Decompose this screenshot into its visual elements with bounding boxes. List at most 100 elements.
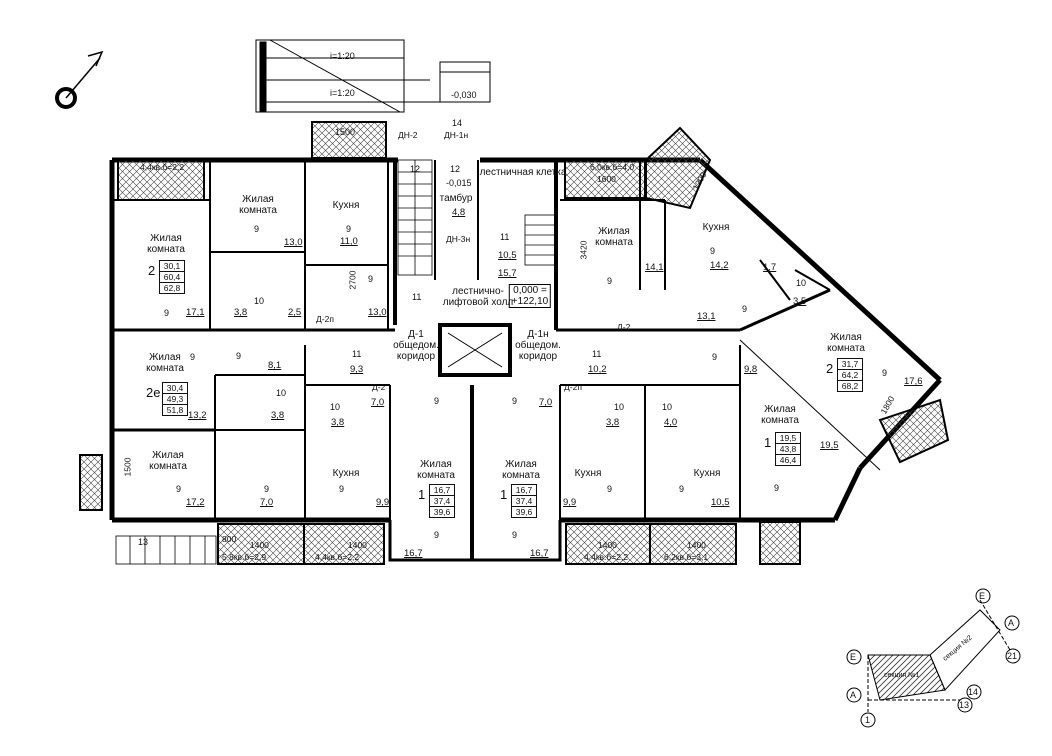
interior-walls	[112, 160, 881, 520]
entry-num: 13	[138, 537, 149, 547]
apartment-living-area: 16,7	[430, 485, 454, 496]
dim-label: 3420	[578, 240, 589, 260]
keyplan-axis-e2: Е	[979, 591, 986, 601]
room-tri-lr-bl: 9	[176, 484, 182, 494]
keyplan-axis-a2: А	[1008, 618, 1015, 628]
room-name-lr-top: Жилая комната	[239, 194, 277, 216]
tri-small: 9	[512, 396, 518, 406]
tri-small: 10	[254, 296, 265, 306]
room-tri-lr-right: 9	[882, 368, 888, 378]
room-tri-lr-bm2: 9	[512, 530, 518, 540]
corridor-right-tri: 11	[592, 349, 602, 359]
balcony-label: 4,4кв.б=2,2	[140, 162, 185, 172]
door-label: Д-2п	[316, 314, 334, 324]
corridor-left-label: Д-1 общедом. коридор	[393, 329, 439, 362]
dim-label: 1500	[122, 457, 133, 477]
tri-small: 10	[276, 388, 287, 398]
room-name-lr-right: Жилая комната	[827, 332, 865, 354]
north-arrow-icon	[55, 50, 104, 109]
room-tri-lr-br: 9	[774, 483, 780, 493]
room-area-lr-bm2: 16,7	[530, 548, 549, 559]
apartment-rooms: 1	[764, 435, 772, 450]
apartment-living-area: 31,7	[838, 359, 862, 370]
apartment-living-area: 16,7	[512, 485, 536, 496]
room-tri-kit-bm: 9	[607, 484, 613, 494]
balcony-label: 4,4кв.б=2,2	[315, 552, 360, 562]
small-area: 3,8	[606, 417, 620, 428]
dim-1500-top: 1500	[335, 127, 356, 137]
room-tri-kit-tr: 9	[710, 246, 716, 256]
stair-flights	[115, 159, 556, 565]
apartment-total-area: 64,2	[838, 370, 862, 381]
room-area-lr-ml: 13,2	[188, 410, 207, 421]
room-name-lr-bl: Жилая комната	[149, 450, 187, 472]
room-area-kit-tr: 14,2	[710, 260, 729, 271]
small-area: 7,0	[539, 397, 553, 408]
door-dn3n: ДН-3н	[446, 234, 471, 244]
small-area: 13,1	[697, 311, 716, 322]
room-tri-kit-br: 9	[679, 484, 685, 494]
apartment-living-area: 30,1	[160, 261, 184, 272]
apartment-living-area: 30,4	[163, 383, 187, 394]
room-area-lr-br: 19,5	[820, 440, 839, 451]
corridor-left-area: 9,3	[350, 364, 364, 375]
balcony-label: 6,0кв.б=4,0	[590, 162, 635, 172]
small-area: 3,8	[331, 417, 345, 428]
apartment-total-area-balc: 39,6	[433, 507, 451, 517]
keyplan-axis-13: 13	[959, 700, 970, 710]
dim-label: 2700	[347, 270, 358, 290]
room-area-lr-right: 17,6	[904, 376, 923, 387]
corridor-left-tri: 11	[352, 349, 362, 359]
hall-level: 0,000 = +122,10	[508, 284, 552, 308]
keyplan-axis-1: 1	[865, 715, 871, 725]
door-dn1n: ДН-1н	[444, 130, 469, 140]
tri-small: 9	[368, 274, 374, 284]
keyplan-axis-a1: А	[850, 690, 857, 700]
apartment-rooms: 2	[148, 263, 156, 278]
entrance-ramp	[255, 39, 491, 113]
keyplan-axis-14: 14	[968, 687, 979, 697]
room-area-lr-top: 13,0	[284, 237, 303, 248]
room-tri-kit-top: 9	[346, 224, 352, 234]
room-area-lr-bl: 17,2	[186, 497, 205, 508]
room-tri-lr-tr: 9	[607, 276, 613, 286]
room-name-kit-bl: Кухня	[332, 468, 360, 479]
ramp-level: -0,030	[451, 90, 477, 100]
balcony-label: 4,4кв.б=2,2	[584, 552, 629, 562]
vestibule-tri: 12	[450, 164, 461, 174]
small-area: 2,5	[288, 307, 302, 318]
stair-tri-right: 11	[500, 232, 510, 242]
vestibule-label: тамбур	[439, 193, 473, 204]
small-area: 3,8	[234, 307, 248, 318]
balcony-label: 5,8кв.б=2,9	[222, 552, 267, 562]
tri-small: 9	[264, 484, 270, 494]
ramp-slope-top: i=1:20	[330, 51, 355, 61]
apartment-total-area: 60,4	[160, 272, 184, 283]
apartment-rooms: 2е	[146, 385, 161, 400]
room-name-lr-ml: Жилая комната	[146, 352, 184, 374]
door-dn2: ДН-2	[398, 130, 418, 140]
room-area-kit-bm: 9,9	[563, 497, 577, 508]
tri-small: 10	[330, 402, 341, 412]
apartment-total-area-balc: 51,8	[166, 405, 184, 415]
balcony-label: 6,2кв.б=3,1	[664, 552, 709, 562]
tri-small: 10	[662, 402, 673, 412]
room-tri-lr-ml: 9	[190, 352, 196, 362]
room-name-kit-top: Кухня	[332, 200, 360, 211]
room-tri-lr-tl: 9	[164, 308, 170, 318]
stair-tri-left: 12	[410, 164, 421, 174]
room-name-lr-br: Жилая комната	[761, 404, 799, 426]
room-name-lr-bm2: Жилая комната	[502, 459, 540, 481]
small-area: 3,8	[271, 410, 285, 421]
small-area: 9,8	[744, 364, 758, 375]
room-name-lr-tr: Жилая комната	[595, 226, 633, 248]
keyplan-section-1: секция №1	[884, 672, 920, 679]
room-name-lr-tl: Жилая комната	[147, 233, 185, 255]
dim-label: 1400	[598, 540, 617, 550]
hall-tri: 11	[412, 292, 422, 302]
tri-small: 9	[236, 351, 242, 361]
tri-small: 9	[712, 352, 718, 362]
stair-label: лестничная клетка	[479, 167, 567, 178]
room-area-kit-top: 11,0	[340, 236, 358, 247]
